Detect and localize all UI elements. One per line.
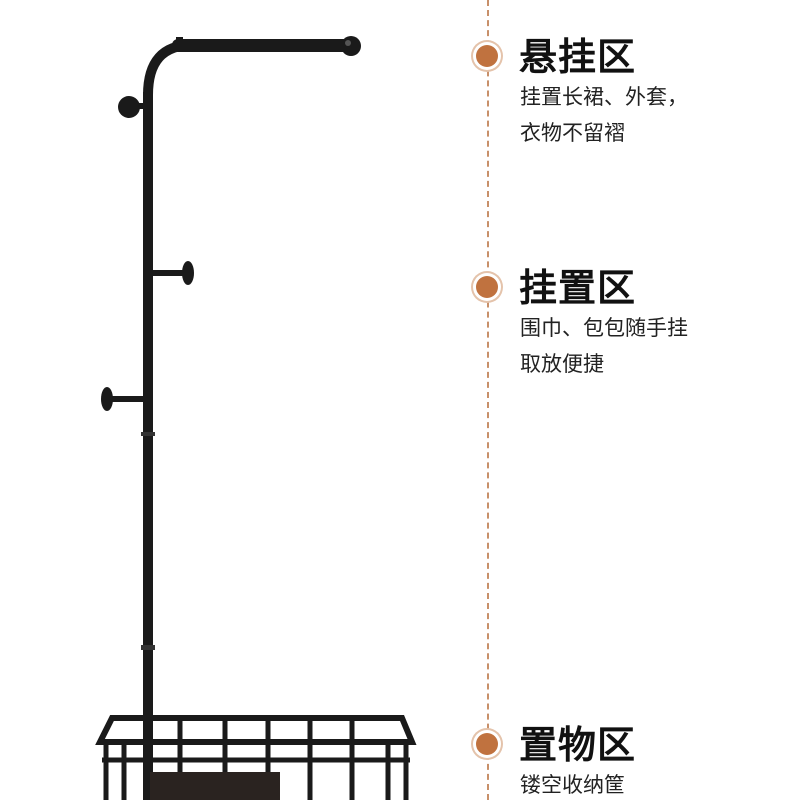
bullet-dot-icon — [476, 276, 498, 298]
feature-description-line: 挂置长裙、外套， — [520, 85, 688, 109]
feature-description: 镂空收纳筐 — [520, 767, 780, 803]
rack-top-end-highlight — [345, 40, 351, 46]
feature-description-line: 镂空收纳筐 — [520, 773, 625, 797]
feature-title: 悬挂区 — [519, 35, 637, 79]
rack-top-bar — [172, 39, 350, 52]
hook-middle-right-knob — [182, 261, 194, 285]
feature-title: 挂置区 — [519, 266, 637, 310]
pole-joint-lower — [141, 645, 155, 650]
divider-line — [487, 0, 489, 800]
hook-top-left-knob — [118, 96, 140, 118]
hook-middle-right-arm — [151, 270, 189, 276]
feature-description-line: 衣物不留褶 — [520, 121, 625, 145]
rack-pole — [143, 92, 153, 800]
pole-joint-upper — [141, 432, 155, 436]
rack-top-bend — [143, 40, 193, 96]
bullet-dot-icon — [476, 733, 498, 755]
feature-description: 围巾、包包随手挂 取放便捷 — [520, 310, 780, 382]
rack-top-end-cap — [341, 36, 361, 56]
coat-rack-illustration — [95, 36, 417, 800]
basket-panel — [150, 772, 280, 800]
bullet-dot-icon — [476, 45, 498, 67]
feature-description: 挂置长裙、外套， 衣物不留褶 — [520, 79, 780, 151]
feature-description-line: 围巾、包包随手挂 — [520, 316, 688, 340]
rack-top-clip — [176, 37, 183, 45]
feature-description-line: 取放便捷 — [520, 352, 604, 376]
feature-title: 置物区 — [519, 723, 637, 767]
hook-lower-left-knob — [101, 387, 113, 411]
hook-lower-left-arm — [108, 396, 145, 402]
